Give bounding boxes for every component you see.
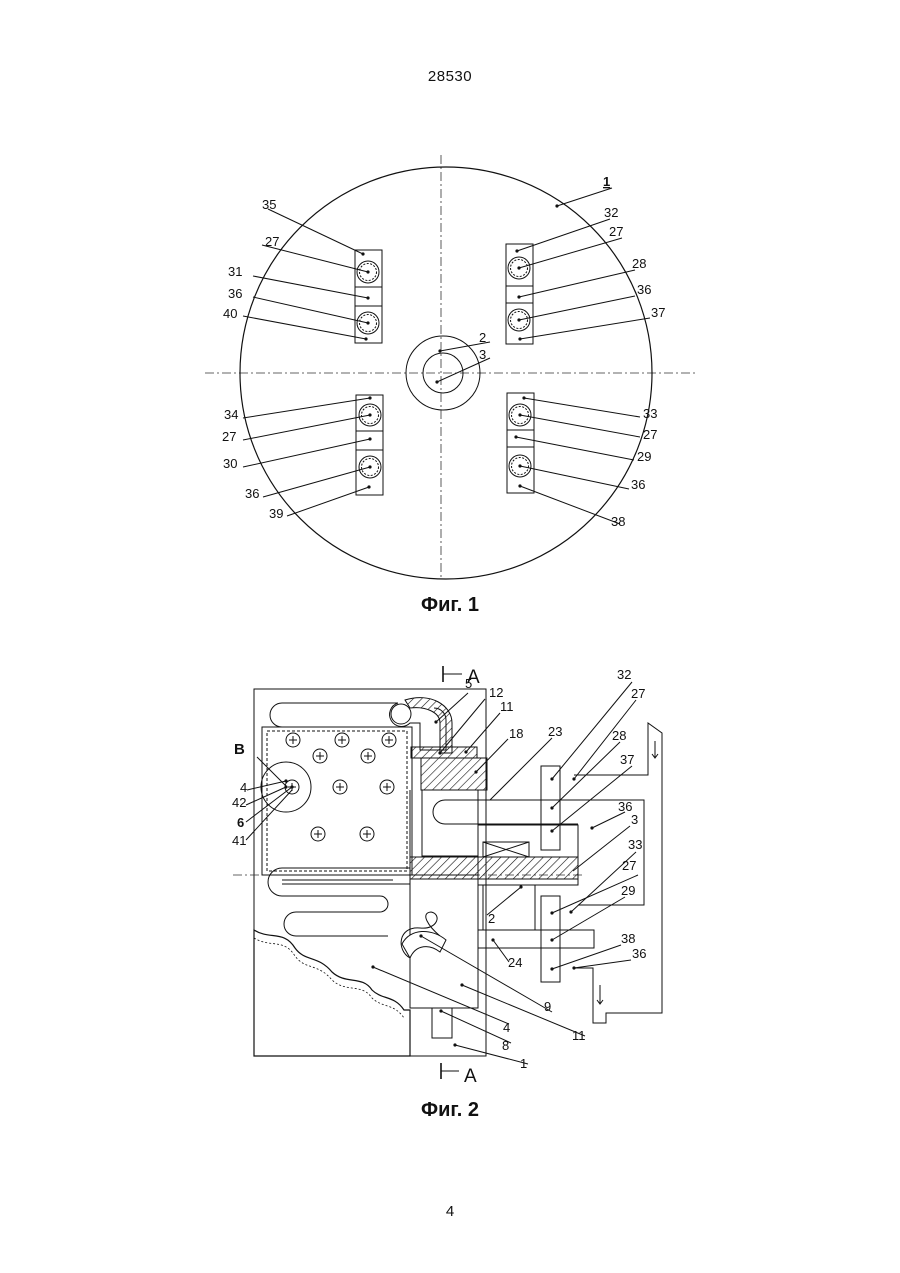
label-3: 3 <box>479 347 486 362</box>
rod-23 <box>433 790 644 905</box>
label-35: 35 <box>262 197 276 212</box>
section-marker-top: А <box>443 666 480 688</box>
label-27-tr: 27 <box>609 224 623 239</box>
label-33: 33 <box>628 837 642 852</box>
label-38: 38 <box>621 931 635 946</box>
shaft <box>410 857 578 879</box>
label-41: 41 <box>232 833 246 848</box>
section-marker-bottom: А <box>441 1063 477 1087</box>
label-27-tl: 27 <box>265 234 279 249</box>
label-38: 38 <box>611 514 625 529</box>
label-B: В <box>234 741 245 758</box>
label-23: 23 <box>548 724 562 739</box>
block-8 <box>432 1008 452 1038</box>
block-bottom-left <box>356 395 383 495</box>
stator-frame <box>574 723 662 1023</box>
label-27-bl: 27 <box>222 429 236 444</box>
label-2: 2 <box>488 911 495 926</box>
label-6: 6 <box>237 815 244 830</box>
label-31: 31 <box>228 264 242 279</box>
magnet-block-inner <box>267 731 407 871</box>
label-11-bottom: 11 <box>572 1028 586 1043</box>
label-28: 28 <box>632 256 646 271</box>
label-27-br: 27 <box>643 427 657 442</box>
label-37: 37 <box>651 305 665 320</box>
label-36-tr: 36 <box>637 282 651 297</box>
label-27-mid: 27 <box>622 858 636 873</box>
label-3: 3 <box>631 812 638 827</box>
label-12: 12 <box>489 685 503 700</box>
label-30: 30 <box>223 456 237 471</box>
label-36-br: 36 <box>631 477 645 492</box>
label-2: 2 <box>479 330 486 345</box>
label-29: 29 <box>621 883 635 898</box>
label-4-top: 4 <box>240 780 247 795</box>
svg-text:А: А <box>464 1066 477 1087</box>
label-40: 40 <box>223 306 237 321</box>
label-36-tl: 36 <box>228 286 242 301</box>
figure-1-caption: Фиг. 1 <box>0 594 900 617</box>
label-33: 33 <box>643 406 657 421</box>
conductor-5 <box>390 698 452 753</box>
label-28: 28 <box>612 728 626 743</box>
label-42: 42 <box>232 795 246 810</box>
label-9: 9 <box>544 999 551 1014</box>
label-8: 8 <box>502 1038 509 1053</box>
rod-24 <box>478 930 594 948</box>
broken-edge <box>254 930 410 1056</box>
label-37: 37 <box>620 752 634 767</box>
upper-loop <box>270 703 398 727</box>
label-29: 29 <box>637 449 651 464</box>
figure-2-diagram: А А <box>0 640 900 1100</box>
block-18 <box>421 758 487 790</box>
label-36-bl: 36 <box>245 486 259 501</box>
page-number: 4 <box>0 1203 900 1220</box>
label-4-bottom: 4 <box>503 1020 510 1035</box>
leader-lines-fig1 <box>243 188 650 524</box>
label-1: 1 <box>520 1056 527 1071</box>
label-11-top: 11 <box>500 699 514 714</box>
label-18: 18 <box>509 726 523 741</box>
label-36-bottom: 36 <box>632 946 646 961</box>
figure-2-caption: Фиг. 2 <box>0 1099 900 1122</box>
label-27-top: 27 <box>631 686 645 701</box>
label-5: 5 <box>465 676 472 691</box>
label-1: 1 <box>603 174 610 189</box>
label-34: 34 <box>224 407 238 422</box>
label-32: 32 <box>604 205 618 220</box>
label-32: 32 <box>617 667 631 682</box>
block-top-right <box>506 244 533 344</box>
figure-1-diagram: 1 2 3 35 27 31 36 40 32 27 28 36 37 34 2… <box>0 0 900 600</box>
screw-heads <box>285 733 396 841</box>
serpentine-conductor <box>268 868 410 936</box>
label-24: 24 <box>508 955 522 970</box>
label-39: 39 <box>269 506 283 521</box>
magnet-block <box>262 727 412 875</box>
block-bottom-right <box>507 393 534 493</box>
